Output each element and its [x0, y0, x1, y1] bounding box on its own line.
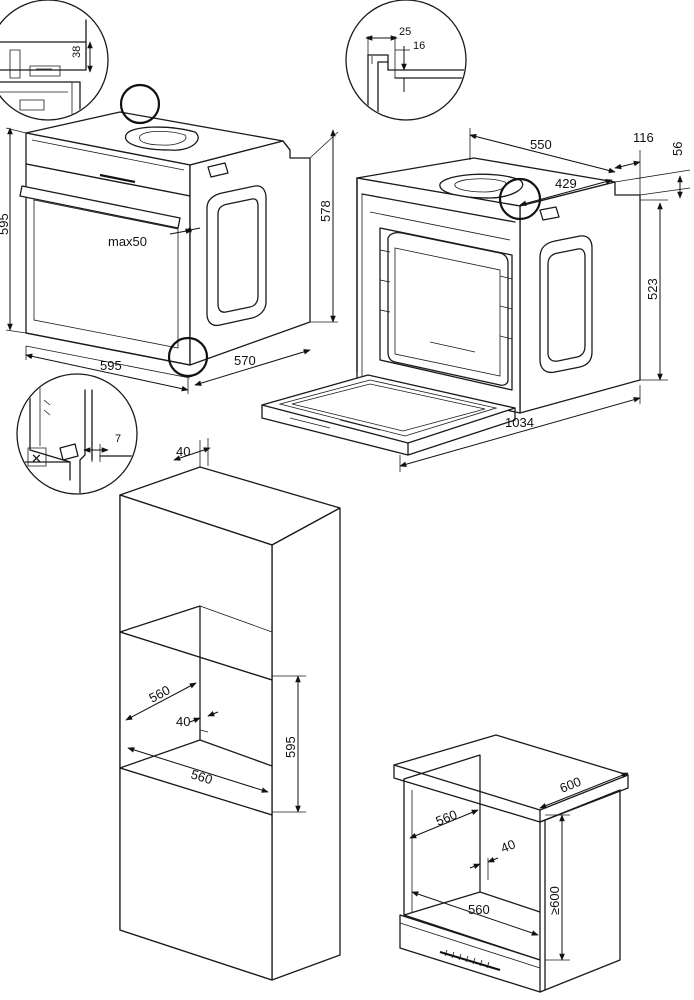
dim-label-40-top: 40	[176, 444, 190, 459]
dim-label-429: 429	[555, 176, 577, 191]
detail-circle-top-left: 38	[0, 0, 109, 121]
tall-cabinet: 40 560 40 595 560	[119, 438, 341, 981]
dim-label-40-base: 40	[499, 836, 518, 855]
dim-label-16: 16	[413, 40, 425, 52]
dim-label-560-base-width: 560	[468, 902, 490, 917]
dim-label-560-tall-width: 560	[189, 767, 214, 788]
closed-oven: max50 595 578 595 570	[0, 83, 339, 394]
dim-label-595-height: 595	[0, 213, 11, 235]
dim-label-578: 578	[318, 200, 333, 222]
detail-circle-middle-left: ✕ 7	[16, 373, 138, 495]
dim-label-38: 38	[71, 46, 83, 58]
dim-label-7: 7	[115, 433, 121, 445]
dim-label-116: 116	[633, 130, 654, 145]
dim-label-56: 56	[670, 142, 685, 156]
dim-label-40-tall-inner: 40	[176, 714, 190, 729]
no-mark-icon: ✕	[31, 451, 42, 466]
dim-label-595-tall: 595	[283, 736, 298, 758]
dim-label-595-width: 595	[100, 358, 122, 373]
dim-label-1034: 1034	[505, 415, 534, 430]
dim-label-550: 550	[530, 137, 552, 152]
dim-label-560-base-depth: 560	[434, 807, 460, 829]
open-oven: 550 116 56 429 523 1034	[261, 128, 691, 472]
dim-label-max50: max50	[108, 234, 147, 249]
dim-label-25: 25	[399, 26, 411, 38]
base-cabinet: 600 560 40 560 ≥600	[393, 734, 629, 993]
detail-circle-top-middle: 25 16	[345, 0, 467, 121]
dim-label-523: 523	[645, 278, 660, 300]
dim-label-600-base-height: ≥600	[547, 886, 562, 915]
dim-label-570: 570	[234, 353, 256, 368]
